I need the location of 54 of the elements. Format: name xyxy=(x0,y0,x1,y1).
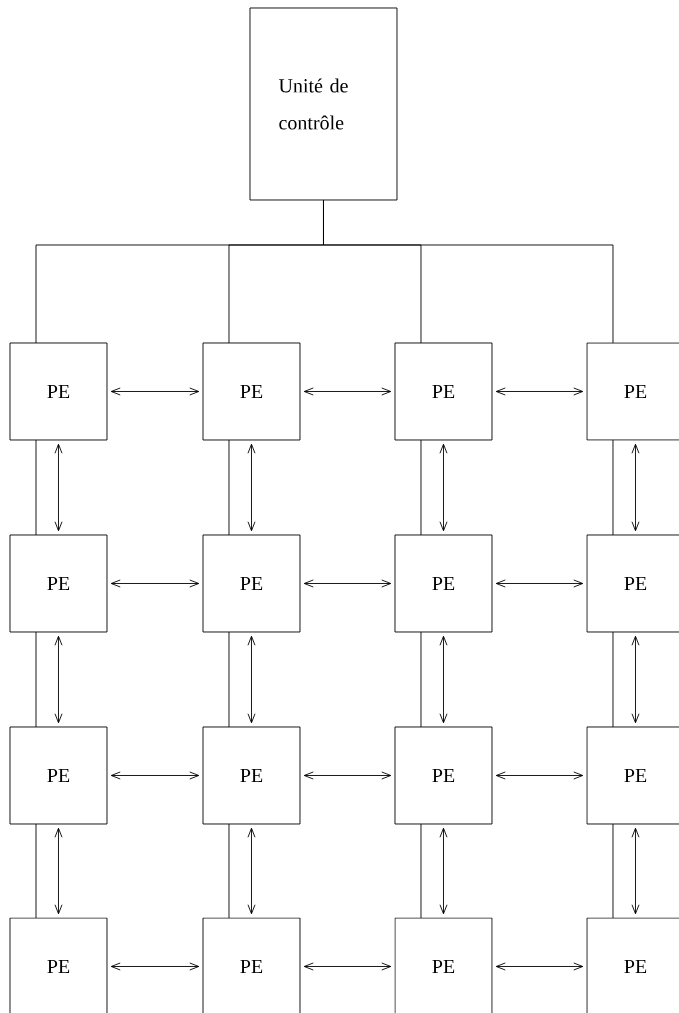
arrow xyxy=(495,387,584,396)
arrow xyxy=(247,443,256,532)
arrow xyxy=(495,771,584,780)
arrow xyxy=(439,635,448,724)
processing-element-box: PE xyxy=(394,342,493,441)
bus-line xyxy=(612,631,614,728)
bus-line xyxy=(35,439,37,536)
arrow xyxy=(631,635,640,724)
bus-line xyxy=(228,439,230,536)
bus-line xyxy=(420,631,422,728)
bus-line xyxy=(35,631,37,728)
processing-element-box: PE xyxy=(394,917,493,1013)
bus-line xyxy=(420,439,422,536)
arrow xyxy=(110,771,200,780)
arrow xyxy=(303,771,392,780)
bus-line xyxy=(323,200,614,344)
arrow xyxy=(631,443,640,532)
processing-element-box: PE xyxy=(394,726,493,825)
bus-line xyxy=(228,631,230,728)
arrow xyxy=(247,635,256,724)
arrow xyxy=(631,827,640,915)
processing-element-box: PE xyxy=(9,534,108,633)
arrow xyxy=(495,579,584,588)
bus-line xyxy=(612,823,614,919)
bus-line xyxy=(612,439,614,536)
arrow xyxy=(110,962,200,971)
arrow xyxy=(110,579,200,588)
processing-element-box: PE xyxy=(9,726,108,825)
bus-line xyxy=(228,823,230,919)
processing-element-box: PE xyxy=(394,534,493,633)
arrow xyxy=(303,962,392,971)
bus-line xyxy=(420,823,422,919)
arrow xyxy=(495,962,584,971)
processing-element-box: PE xyxy=(202,342,301,441)
processing-element-box: PE xyxy=(586,534,679,633)
arrow xyxy=(110,387,200,396)
arrow xyxy=(439,443,448,532)
processing-element-box: PE xyxy=(9,342,108,441)
control-unit-box: Unité de contrôle xyxy=(249,7,398,201)
arrow xyxy=(303,387,392,396)
arrow xyxy=(54,443,63,532)
processing-element-box: PE xyxy=(586,726,679,825)
processing-element-box: PE xyxy=(9,917,108,1013)
processing-element-box: PE xyxy=(202,534,301,633)
arrow xyxy=(54,635,63,724)
processing-element-box: PE xyxy=(586,917,679,1013)
processing-element-box: PE xyxy=(586,342,679,441)
processing-element-box: PE xyxy=(202,726,301,825)
arrow xyxy=(303,579,392,588)
processing-element-box: PE xyxy=(202,917,301,1013)
bus-line xyxy=(35,823,37,919)
arrow xyxy=(247,827,256,915)
arrow xyxy=(439,827,448,915)
arrow xyxy=(54,827,63,915)
